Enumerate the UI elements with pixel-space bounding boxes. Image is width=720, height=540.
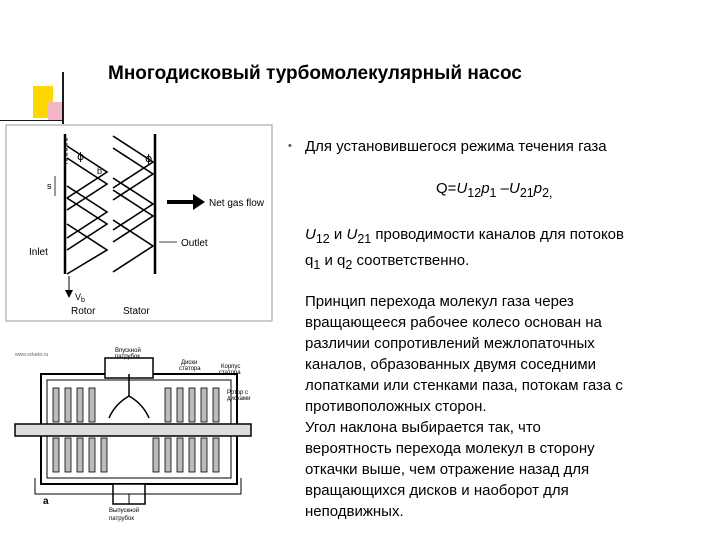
label-inlet-2: патрубок xyxy=(115,354,140,360)
label-outlet-2: патрубок xyxy=(109,516,134,522)
text-line: различии сопротивлений межлопаточных xyxy=(305,335,595,352)
text-line: вращающееся рабочее колесо основан на xyxy=(305,314,602,331)
watermark: www.ockeks.ru xyxy=(15,352,49,358)
label-net-gas-flow: Net gas flow xyxy=(209,198,265,209)
label-s: s xyxy=(47,181,52,191)
blade-channel-figure: ϕ ϕ b s Net gas flow Inlet Outlet Vb Rot… xyxy=(5,124,273,322)
text-line: противоположных сторон. xyxy=(305,398,487,415)
label-discs-1: Диски xyxy=(181,360,197,366)
decor-vertical-line xyxy=(62,72,64,124)
paragraph-conductance: U12 и U21 проводимости каналов для поток… xyxy=(305,226,624,272)
decor-pink-square xyxy=(48,102,64,120)
flow-formula: Q=U12p1 –U21p2, xyxy=(436,180,553,200)
text-line: лопатками или стенками паза, потокам газ… xyxy=(305,377,623,394)
label-outlet: Outlet xyxy=(181,238,208,249)
pump-cross-section-figure: www.ockeks.ru Впускной патрубок Ди xyxy=(5,344,257,524)
text-line: Угол наклона выбирается так, что xyxy=(305,419,541,436)
slide-title: Многодисковый турбомолекулярный насос xyxy=(108,63,522,84)
label-phi-right: ϕ xyxy=(145,152,152,165)
text-line: вращающихся дисков и наоборот для xyxy=(305,482,569,499)
label-body-2: статора xyxy=(219,370,241,376)
label-stator: Stator xyxy=(123,306,150,317)
text-line: откачки выше, чем отражение назад для xyxy=(305,461,590,478)
label-discs-2: статора xyxy=(179,366,201,372)
label-vb: Vb xyxy=(75,292,85,304)
text-line: каналов, образованных двумя соседними xyxy=(305,356,597,373)
bullet-marker: • xyxy=(288,140,292,152)
text-line: вероятность перехода молекул в сторону xyxy=(305,440,595,457)
decor-horizontal-line xyxy=(0,120,64,121)
label-outlet-1: Выпускной xyxy=(109,507,139,514)
label-b: b xyxy=(97,166,102,176)
label-a: а xyxy=(43,496,49,507)
text-line: Принцип перехода молекул газа через xyxy=(305,293,574,310)
paragraph-steady-flow: Для установившегося режима течения газа xyxy=(305,138,607,155)
label-phi-left: ϕ xyxy=(77,150,84,163)
text-line: неподвижных. xyxy=(305,503,404,520)
label-inlet-1: Впускной xyxy=(115,347,141,354)
label-inlet: Inlet xyxy=(29,247,48,258)
label-rotor-1: Ротор с xyxy=(227,390,248,396)
label-body-1: Корпус xyxy=(221,364,240,370)
label-rotor-2: дисками xyxy=(227,396,250,402)
paragraph-principle: Принцип перехода молекул газа через вращ… xyxy=(305,291,710,522)
label-rotor: Rotor xyxy=(71,306,96,317)
